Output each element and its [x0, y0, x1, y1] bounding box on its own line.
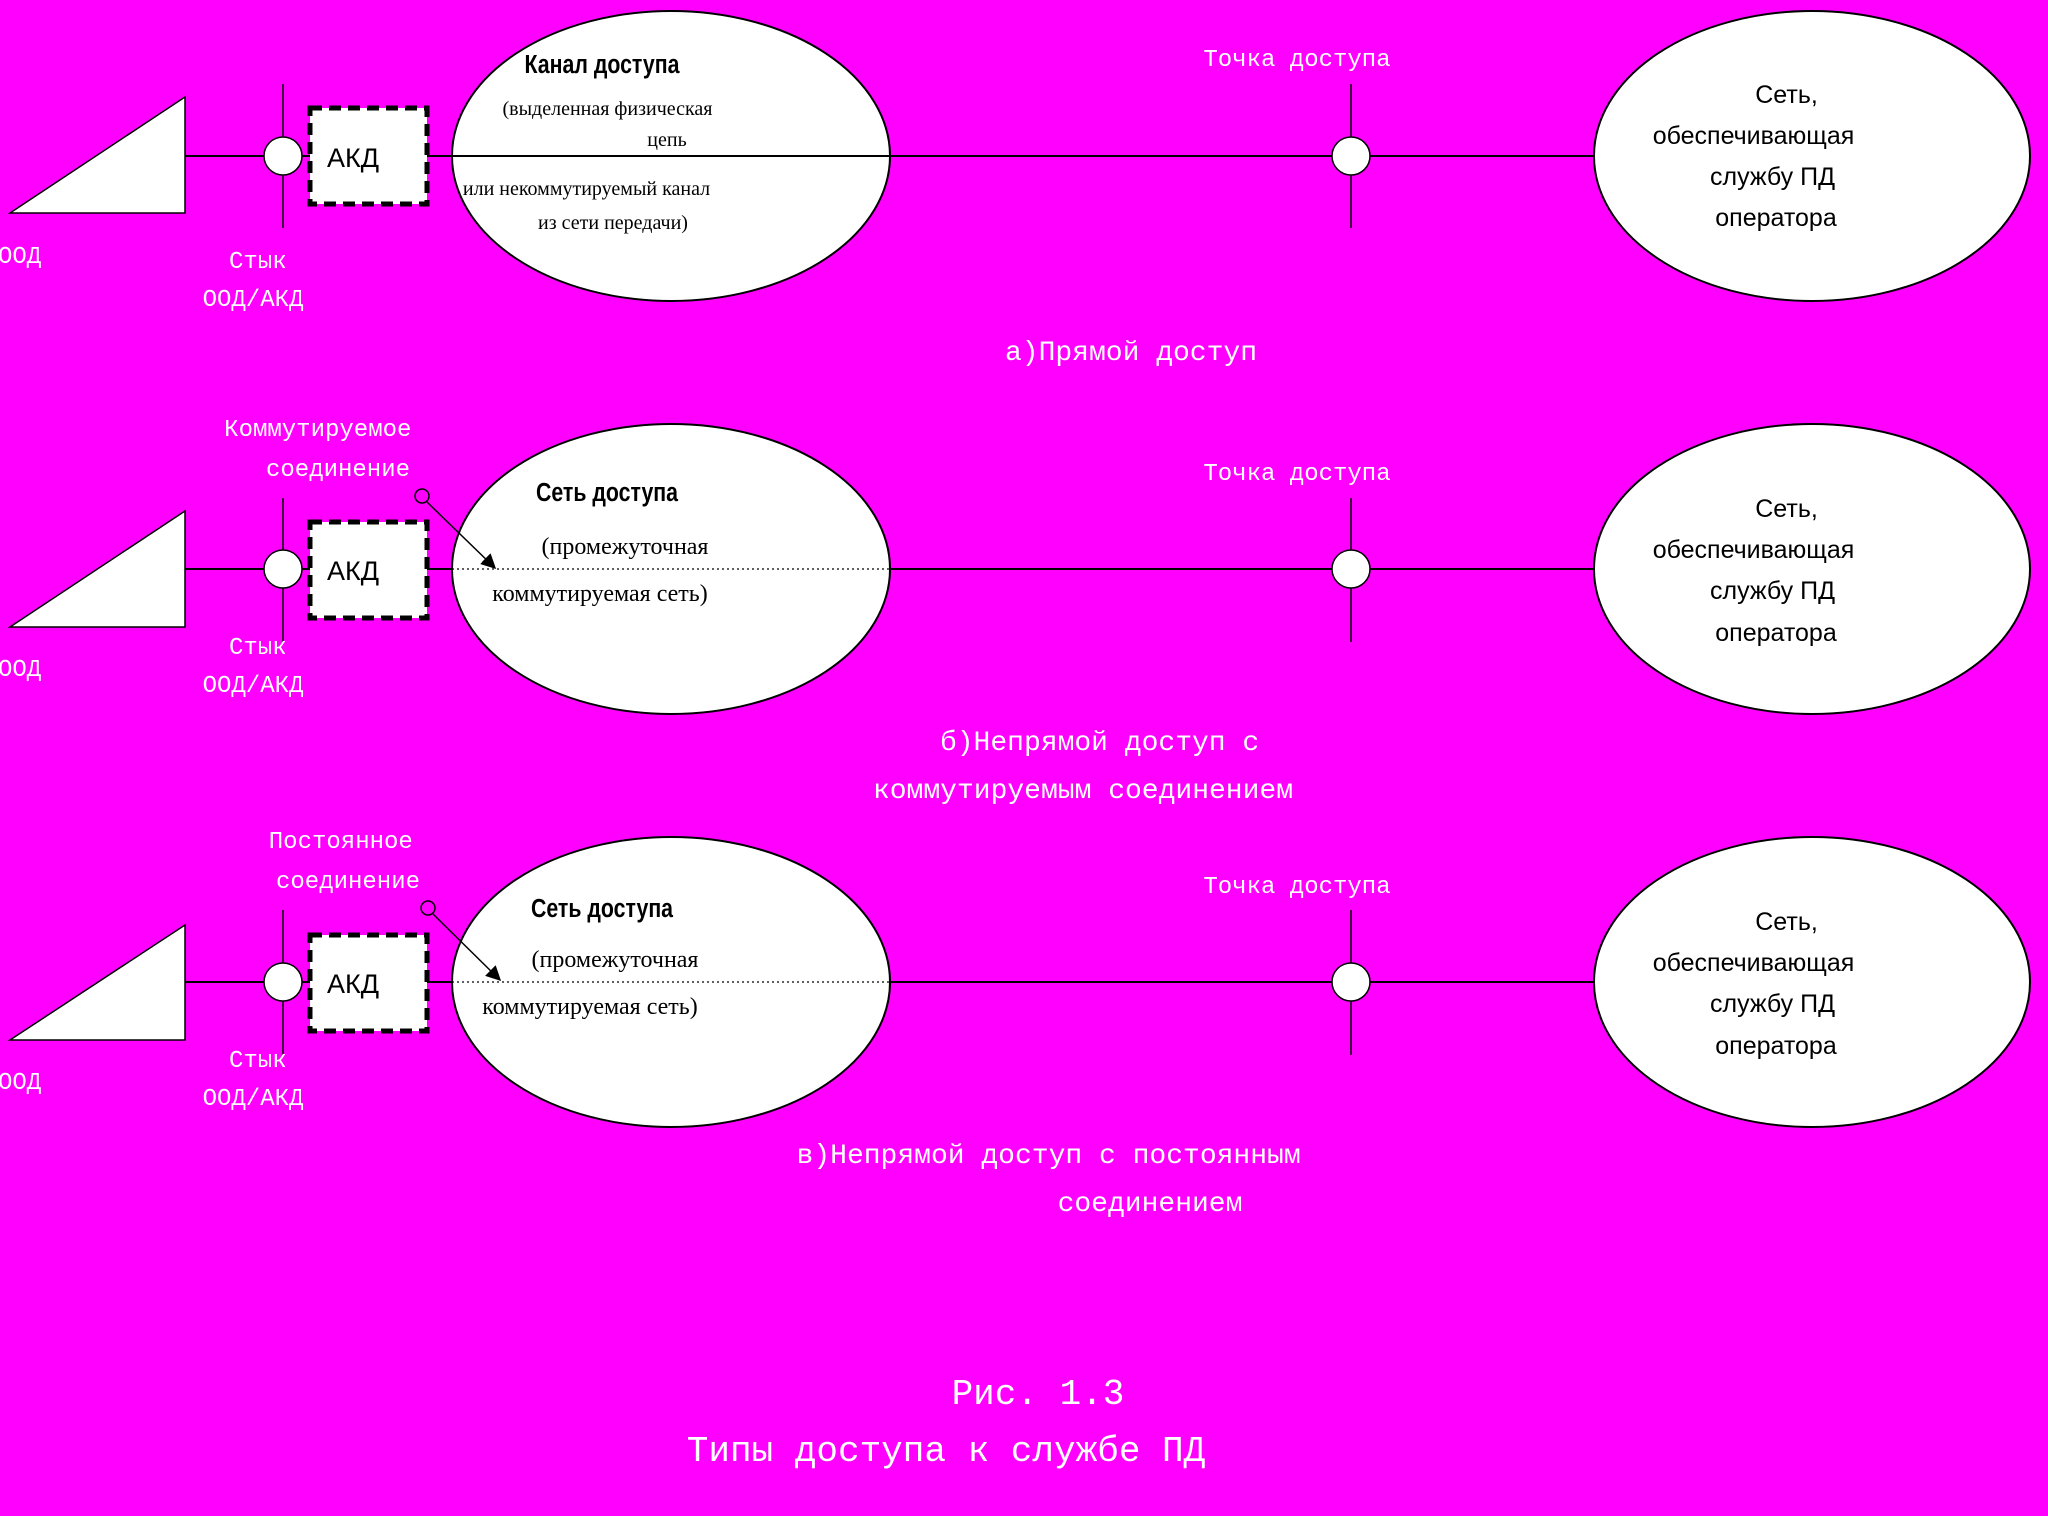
connection-label-line1: Постоянное: [269, 829, 413, 856]
junction-label: Стык ООД/АКД: [203, 1048, 304, 1113]
operator-network-line3: службу ПД: [1710, 577, 1835, 605]
row-caption-line1: в)Непрямой доступ с постоянным: [797, 1141, 1301, 1172]
ellipse-bottom-text: коммутируемая сеть): [482, 994, 697, 1020]
ellipse-top-line1: (промежуточная: [542, 534, 709, 560]
row-caption-line2: соединением: [1058, 1189, 1243, 1220]
row-indirect-switched-access: ООД Стык ООД/АКД Коммутируемое соединени…: [0, 417, 2031, 807]
ellipse-bottom-line2: из сети передачи): [538, 212, 688, 234]
dce-box: [307, 105, 430, 207]
operator-network-line2: обеспечивающая: [1653, 122, 1855, 150]
ellipse-top-line2: цепь: [647, 129, 686, 151]
connection-label-line1: Коммутируемое: [224, 417, 411, 444]
ellipse-bottom-text: коммутируемая сеть): [492, 581, 707, 607]
operator-network-line1: Сеть,: [1755, 495, 1818, 523]
connection-pointer-origin: [420, 900, 436, 916]
operator-network-ellipse: [1593, 10, 2031, 302]
junction-point: [263, 962, 303, 1002]
access-point-label: Точка доступа: [1203, 874, 1390, 901]
connection-label-line2: соединение: [276, 869, 420, 896]
operator-network-text: Сеть, обеспечивающая службу ПД оператора: [1653, 908, 1862, 1060]
figure-number: Рис. 1.3: [952, 1374, 1125, 1415]
access-point: [1331, 136, 1371, 176]
ellipse-bottom-line1: коммутируемая сеть): [482, 994, 697, 1020]
operator-network-line2: обеспечивающая: [1653, 536, 1855, 564]
access-point-label: Точка доступа: [1203, 461, 1390, 488]
operator-network-ellipse: [1593, 423, 2031, 715]
ellipse-bottom-line1: или некоммутируемый канал: [463, 178, 710, 200]
operator-network-ellipse: [1593, 836, 2031, 1128]
junction-label-line1: Стык: [229, 249, 287, 276]
operator-network-line4: оператора: [1715, 619, 1837, 647]
ellipse-title: Сеть доступа: [536, 478, 679, 508]
operator-network-text: Сеть, обеспечивающая службу ПД оператора: [1653, 495, 1862, 647]
ellipse-top-text: (промежуточная: [532, 947, 699, 973]
ellipse-top-text: (выделенная физическая цепь: [503, 98, 718, 151]
operator-network-line1: Сеть,: [1755, 908, 1818, 936]
junction-label-line2: ООД/АКД: [203, 287, 304, 314]
ellipse-bottom-text: или некоммутируемый канал из сети переда…: [463, 178, 715, 234]
ellipse-top-line1: (выделенная физическая: [503, 98, 713, 120]
dce-label: АКД: [327, 556, 379, 586]
operator-network-line4: оператора: [1715, 204, 1837, 232]
row-direct-access: ООД Стык ООД/АКД АКД Канал доступа (выде…: [0, 10, 2031, 369]
dte-label: ООД: [0, 1070, 42, 1097]
dce-label: АКД: [327, 143, 379, 173]
junction-label-line1: Стык: [229, 635, 287, 662]
operator-network-line1: Сеть,: [1755, 81, 1818, 109]
operator-network-line3: службу ПД: [1710, 163, 1835, 191]
junction-point: [263, 136, 303, 176]
ellipse-bottom-line1: коммутируемая сеть): [492, 581, 707, 607]
row-caption: в)Непрямой доступ с постоянным соединени…: [797, 1141, 1318, 1220]
dte-terminal-shape: [7, 95, 186, 214]
row-caption: а)Прямой доступ: [1005, 338, 1257, 369]
access-point: [1331, 962, 1371, 1002]
operator-network-line3: службу ПД: [1710, 990, 1835, 1018]
operator-network-line4: оператора: [1715, 1032, 1837, 1060]
junction-label: Стык ООД/АКД: [203, 249, 304, 314]
row-caption: б)Непрямой доступ с коммутируемым соедин…: [873, 728, 1293, 807]
dte-label: ООД: [0, 244, 42, 271]
dce-box: [307, 519, 430, 621]
connection-pointer-arrow: [432, 913, 502, 982]
dte-label: ООД: [0, 657, 42, 684]
ellipse-top-line1: (промежуточная: [532, 947, 699, 973]
dte-terminal-shape: [7, 509, 186, 628]
connection-pointer-origin: [414, 488, 430, 504]
operator-network-line2: обеспечивающая: [1653, 949, 1855, 977]
row-caption-line2: коммутируемым соединением: [873, 776, 1293, 807]
access-point: [1331, 549, 1371, 589]
junction-label-line1: Стык: [229, 1048, 287, 1075]
row-indirect-permanent-access: ООД Стык ООД/АКД Постоянное соединение А…: [0, 829, 2031, 1220]
figure-title: Типы доступа к службе ПД: [687, 1431, 1206, 1472]
connection-label: Коммутируемое соединение: [224, 417, 426, 484]
junction-label-line2: ООД/АКД: [203, 673, 304, 700]
connection-pointer-arrow: [426, 501, 497, 570]
operator-network-text: Сеть, обеспечивающая службу ПД оператора: [1653, 81, 1862, 232]
junction-label: Стык ООД/АКД: [203, 635, 304, 700]
row-caption-line1: а)Прямой доступ: [1005, 338, 1257, 369]
access-point-label: Точка доступа: [1203, 47, 1390, 74]
ellipse-title: Сеть доступа: [531, 894, 674, 924]
figure-caption: Рис. 1.3 Типы доступа к службе ПД: [687, 1374, 1206, 1472]
ellipse-title: Канал доступа: [525, 50, 681, 80]
junction-label-line2: ООД/АКД: [203, 1086, 304, 1113]
connection-label-line2: соединение: [266, 457, 410, 484]
dte-terminal-shape: [7, 923, 186, 1041]
row-caption-line1: б)Непрямой доступ с: [940, 728, 1259, 759]
dce-label: АКД: [327, 969, 379, 999]
dce-box: [307, 932, 430, 1034]
connection-label: Постоянное соединение: [269, 829, 427, 896]
junction-point: [263, 549, 303, 589]
ellipse-top-text: (промежуточная: [542, 534, 709, 560]
